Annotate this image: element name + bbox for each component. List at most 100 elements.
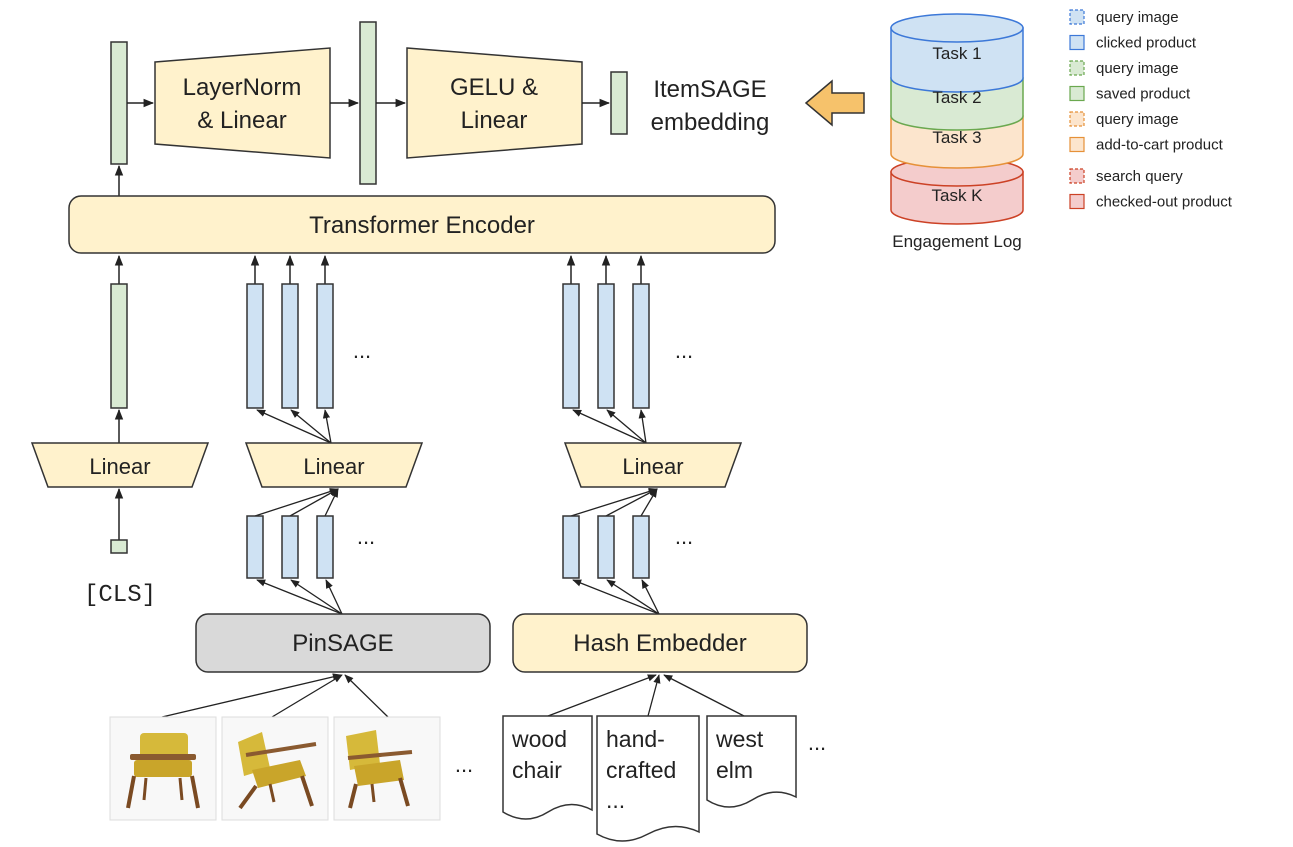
legend-swatch [1069,168,1085,184]
cls-linear-block [30,442,210,488]
arrow-img-linear-to-vec3 [322,409,332,444]
legend-label: clicked product [1096,35,1197,52]
engagement-log-stack [890,13,1024,225]
layernorm-label-line1: LayerNorm [183,74,302,101]
gelu-label-line1: GELU & [450,74,538,101]
text-doc-3-line1: west [715,726,764,752]
chair-image-2 [221,716,329,821]
arrow-txt-linear-to-vec3 [638,409,647,444]
pinsage-embedding-vector [316,515,334,579]
cls-linear-label: Linear [89,454,150,479]
legend-label: checked-out product [1096,194,1233,211]
task-2-label: Task 2 [932,88,981,107]
itemsage-label-line1: ItemSAGE [653,76,766,103]
legend-swatch [1069,136,1085,153]
arrow-txt-emb3-to-linear [640,488,658,517]
cls-token-square [110,539,128,554]
arrow-pinsage-to-emb3 [325,579,343,615]
text-doc-2-line3: ... [606,787,625,813]
itemsage-embedding-vector [610,71,628,135]
arrow-img-linear-to-vec1 [256,409,332,444]
legend: query image clicked product query image sav… [1069,9,1233,211]
arrow-hash-to-emb2 [606,579,660,615]
pinsage-embeddings-ellipsis: ... [357,524,375,549]
arrow-img-emb3-to-linear [324,488,339,517]
arrow-img-linear-to-vec2 [290,409,332,444]
legend-swatch [1069,85,1085,102]
arrow-image1-to-pinsage [161,673,342,718]
image-linear-label: Linear [303,454,364,479]
image-token-vector [281,283,299,409]
pinsage-embedding-vector [281,515,299,579]
text-token-vector [597,283,615,409]
hash-embedding-vector [632,515,650,579]
image-tokens-ellipsis: ... [353,338,371,363]
legend-item: checked-out product [1069,193,1233,211]
arrow-image2-to-pinsage [271,674,343,718]
image-token-vector [246,283,264,409]
transformer-encoder-label: Transformer Encoder [309,212,535,239]
text-doc-1-line1: wood [511,726,567,752]
legend-item: saved product [1069,85,1191,103]
legend-label: saved product [1096,86,1191,103]
arrow-img-emb2-to-linear [289,488,339,517]
layernorm-label-line2: & Linear [197,107,286,134]
legend-swatch [1069,193,1085,210]
text-token-vector [562,283,580,409]
legend-swatch [1069,111,1085,127]
hash-embedding-vector [562,515,580,579]
text-doc-1-line2: chair [512,757,562,783]
arrow-hash-to-emb1 [572,579,660,615]
arrow-doc1-to-hash [547,674,657,717]
task-3-cylinder [890,115,1024,169]
text-token-vector [632,283,650,409]
hash-embedding-vector [597,515,615,579]
text-linear-block [563,442,743,488]
legend-swatch [1069,34,1085,51]
hash-embedder-label: Hash Embedder [573,630,746,657]
legend-item: query image [1069,60,1179,77]
legend-item: clicked product [1069,34,1197,52]
text-doc-3-line2: elm [716,757,753,783]
legend-item: query image [1069,111,1179,128]
pinsage-embedding-vector [246,515,264,579]
image-linear-block [244,442,424,488]
chair-image-3 [333,716,441,821]
transformer-encoder-block [68,195,776,254]
engagement-log-arrow [804,79,865,127]
legend-item: query image [1069,9,1179,26]
legend-item: search query [1069,168,1183,185]
task-k-label: Task K [931,186,983,205]
image-token-vector [316,283,334,409]
hash-embedder-block [512,613,808,673]
gelu-label-line2: Linear [461,107,528,134]
text-doc-2-line2: crafted [606,757,676,783]
text-tokens-ellipsis: ... [675,338,693,363]
images-ellipsis: ... [455,752,473,777]
text-linear-label: Linear [622,454,683,479]
arrow-image3-to-pinsage [344,674,389,718]
legend-item: add-to-cart product [1069,136,1224,154]
arrow-txt-emb1-to-linear [570,487,658,517]
legend-label: query image [1096,111,1179,128]
pinsage-label: PinSAGE [292,630,393,657]
arrow-img-emb1-to-linear [254,488,339,517]
cls-projected-vector [110,283,128,409]
legend-label: add-to-cart product [1096,137,1224,154]
arrow-txt-linear-to-vec2 [606,409,647,444]
legend-label: query image [1096,60,1179,77]
arrow-doc3-to-hash [663,674,745,717]
task-2-cylinder [890,77,1024,131]
task-3-label: Task 3 [932,128,981,147]
text-doc-2-line1: hand- [606,726,665,752]
arrow-pinsage-to-emb2 [290,579,343,615]
hash-embeddings-ellipsis: ... [675,524,693,549]
legend-swatch [1069,9,1085,25]
arrow-txt-emb2-to-linear [605,488,658,517]
arrow-doc2-to-hash [647,674,661,717]
task-1-cylinder [890,13,1024,93]
legend-label: query image [1096,9,1179,26]
legend-label: search query [1096,168,1183,185]
gelu-linear-block [406,47,583,159]
pinsage-block [195,613,491,673]
